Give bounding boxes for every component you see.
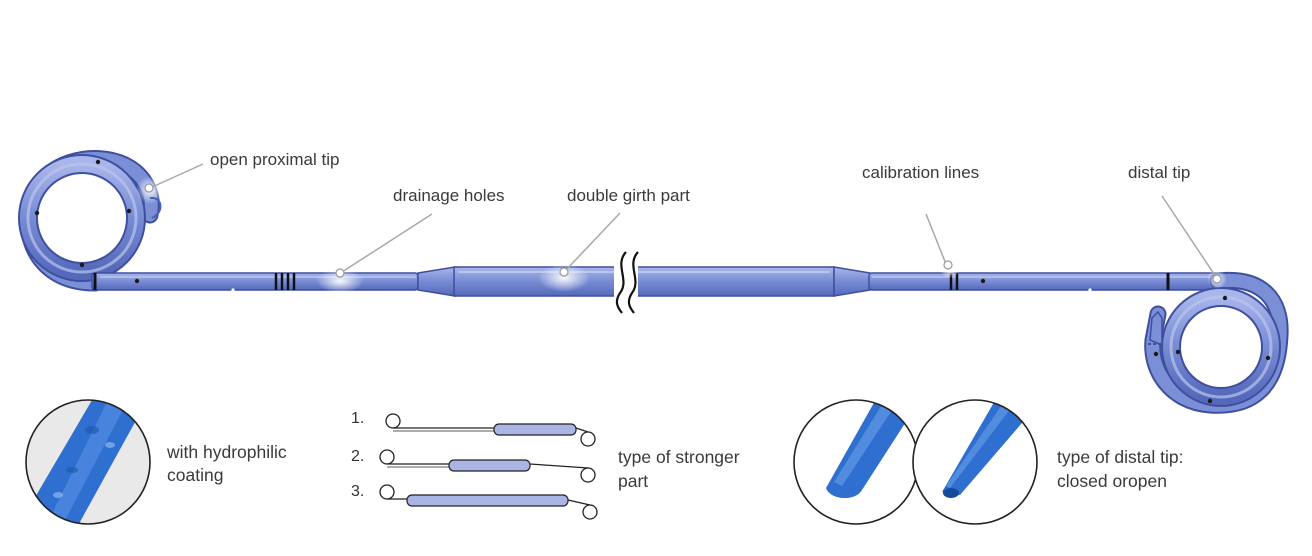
label-drainage-holes: drainage holes	[393, 186, 505, 205]
stent-shaft	[91, 251, 1225, 314]
label-calibration-lines: calibration lines	[862, 163, 980, 182]
label-distal-tip: distal tip	[1128, 163, 1191, 182]
distal-tip-open-detail	[912, 399, 1038, 525]
distal-tip-type-caption-line1: type of distal tip:	[1057, 447, 1184, 467]
leader-lines	[149, 163, 1217, 278]
stronger-part-caption-line1: type of stronger	[618, 447, 740, 467]
variant-number-3: 3.	[351, 483, 365, 500]
stronger-part-caption-line2: part	[618, 471, 649, 491]
variant-number-1: 1.	[351, 410, 365, 427]
distal-tip-type-caption-line2: closed oropen	[1057, 471, 1167, 491]
hydrophilic-coating-detail	[25, 399, 151, 525]
variant-2-stent	[379, 449, 596, 483]
stronger-part-variants	[379, 413, 598, 520]
distal-pigtail	[1144, 269, 1289, 414]
proximal-pigtail	[18, 150, 164, 292]
distal-tip-closed-detail	[793, 399, 919, 525]
variant-1-stent	[385, 413, 596, 447]
variant-3-stent	[379, 484, 598, 520]
hydrophilic-caption-line2: coating	[167, 465, 224, 485]
variant-number-2: 2.	[351, 448, 365, 465]
hydrophilic-caption-line1: with hydrophilic	[167, 442, 287, 462]
label-open-proximal-tip: open proximal tip	[210, 150, 340, 169]
label-double-girth-part: double girth part	[567, 186, 690, 205]
leader-dots	[144, 183, 1222, 284]
